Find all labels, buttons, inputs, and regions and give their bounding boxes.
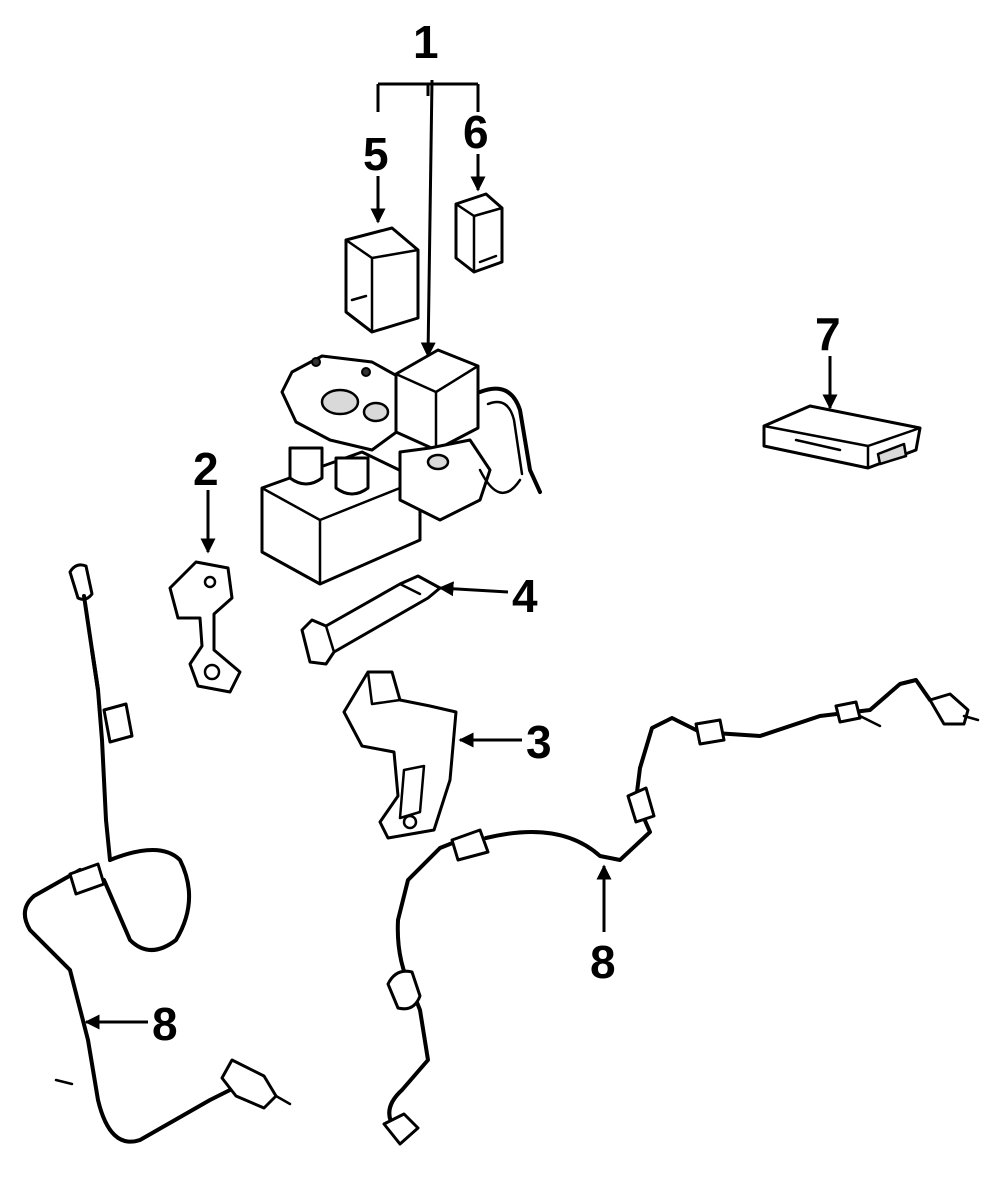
callout-5: 5 (363, 128, 389, 180)
leader-lines (84, 79, 838, 1030)
callout-7: 7 (815, 308, 841, 360)
relay-part-6 (454, 192, 504, 274)
bracket-part-3 (342, 670, 458, 840)
callout-8-right: 8 (590, 936, 616, 988)
callout-6: 6 (463, 106, 489, 158)
control-module-part-7 (762, 404, 922, 470)
callout-8-left: 8 (152, 998, 178, 1050)
callout-2: 2 (193, 443, 219, 495)
wheel-speed-sensor-harness-right (382, 678, 980, 1146)
callout-1: 1 (413, 16, 439, 68)
callout-3: 3 (526, 716, 552, 768)
wheel-speed-sensor-harness-left (22, 563, 292, 1144)
callout-4: 4 (512, 570, 538, 622)
bracket-part-2 (168, 560, 242, 694)
relay-part-5 (344, 226, 420, 334)
bracket-part-4 (300, 574, 442, 666)
abs-modulator-assembly-part-1 (260, 348, 542, 586)
